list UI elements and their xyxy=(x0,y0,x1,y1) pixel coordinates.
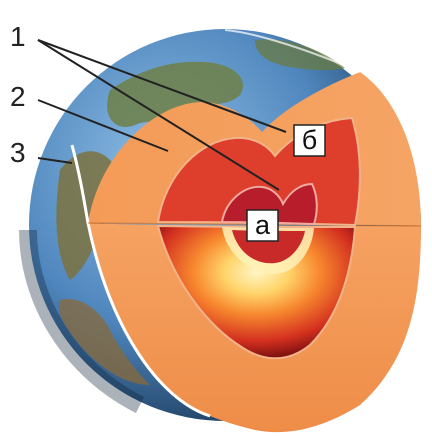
leader-line-1-to-a xyxy=(37,39,280,191)
label-a-box xyxy=(246,209,279,242)
globe-shadow xyxy=(19,229,145,414)
leader-line-1-to-b xyxy=(37,39,287,133)
label-a: а xyxy=(255,210,271,240)
crust-boundary-top xyxy=(224,29,361,73)
label-1: 1 xyxy=(10,21,26,52)
crust-boundary-left xyxy=(70,144,211,418)
continent-northeast xyxy=(255,39,345,71)
label-b: б xyxy=(302,125,317,155)
label-b-box xyxy=(293,124,326,157)
leader-lines xyxy=(37,39,287,191)
continent-south xyxy=(58,299,150,385)
leader-line-2 xyxy=(37,99,169,152)
inner-core-upper xyxy=(220,182,318,226)
leader-line-3 xyxy=(37,157,73,164)
label-2: 2 xyxy=(10,81,26,112)
label-3: 3 xyxy=(10,137,26,168)
